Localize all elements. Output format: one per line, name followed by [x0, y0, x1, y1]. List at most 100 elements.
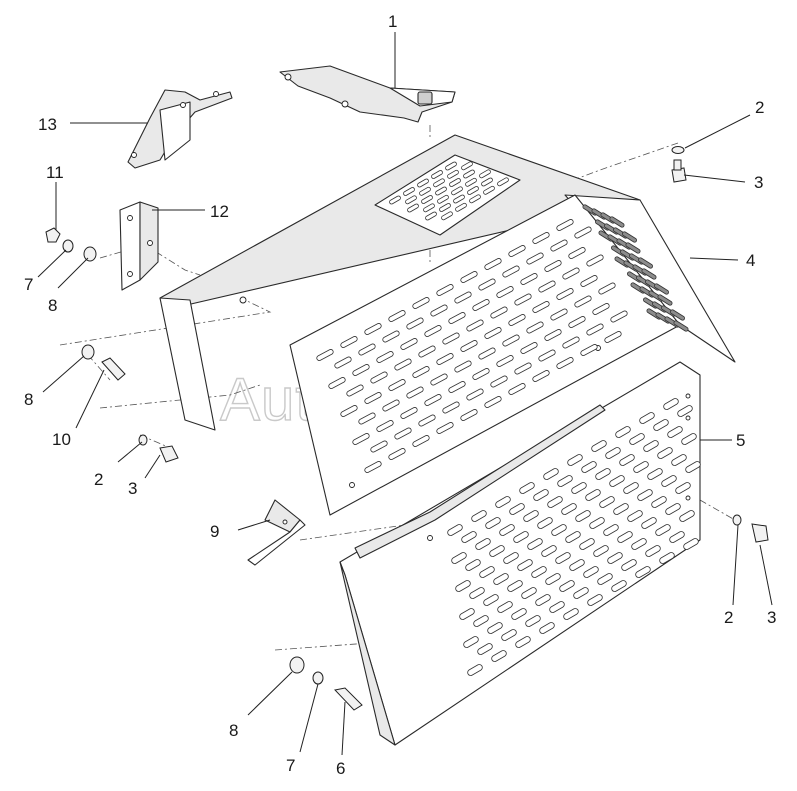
perforation-slot: [461, 161, 473, 171]
perforation-slot: [495, 496, 511, 508]
perforation-slot: [497, 177, 509, 187]
perforation-slot: [675, 482, 691, 494]
perforation-slot: [631, 538, 647, 550]
perforation-slot: [451, 552, 467, 564]
perforation-slot: [657, 447, 673, 459]
perforation-slot: [477, 643, 493, 655]
perforation-slot: [575, 510, 591, 522]
perforation-slot: [483, 594, 499, 606]
perforation-slot: [465, 177, 477, 187]
perforation-slot: [521, 587, 537, 599]
perforation-slot: [651, 496, 667, 508]
perforation-slot: [568, 316, 586, 328]
perforation-slot: [520, 342, 538, 354]
perforation-slot: [467, 664, 483, 676]
callout-3: 3: [128, 479, 137, 498]
perforation-slot: [654, 283, 669, 295]
perforation-slot: [661, 475, 677, 487]
callout-13: 13: [38, 115, 57, 134]
perforation-slot: [499, 524, 515, 536]
perforation-slot: [441, 211, 453, 221]
perforation-slot: [481, 177, 493, 187]
perforation-slot: [562, 267, 580, 280]
perforation-slot: [358, 412, 376, 425]
callout-4: 4: [746, 251, 755, 270]
perforation-slot: [421, 195, 433, 204]
perforation-slot: [665, 503, 681, 515]
perforation-slot: [615, 426, 631, 438]
perforation-slot: [591, 440, 607, 452]
perforation-slot: [567, 454, 583, 466]
perforation-slot: [388, 379, 406, 391]
perforation-slot: [473, 615, 489, 627]
perforation-slot: [568, 247, 586, 259]
perforation-slot: [592, 303, 610, 315]
perforation-slot: [419, 186, 431, 196]
perforation-slot: [442, 401, 460, 414]
perforation-slot: [597, 573, 613, 585]
perforation-slot: [549, 601, 565, 613]
perforation-slot: [460, 409, 478, 421]
perforation-slot: [517, 559, 533, 571]
perforation-slot: [508, 245, 526, 257]
perforation-slot: [586, 323, 604, 336]
fasteners: [45, 146, 769, 711]
perforation-slot: [619, 454, 635, 466]
perforation-slot: [389, 195, 401, 205]
perforation-slot: [463, 169, 475, 179]
perforation-slot: [585, 489, 601, 501]
perforation-slot: [489, 545, 505, 557]
perforation-slot: [609, 216, 625, 228]
perforation-slot: [526, 321, 544, 334]
perforation-slot: [451, 186, 463, 196]
perforation-slot: [617, 531, 633, 543]
perforation-slot: [394, 358, 412, 371]
perforation-slot: [607, 552, 623, 564]
perforation-slot: [436, 422, 454, 434]
perforation-slot: [437, 194, 449, 204]
perforation-slot: [527, 538, 543, 550]
perforation-slot: [425, 211, 437, 221]
perforation-slot: [469, 194, 481, 204]
perforation-slot: [526, 252, 544, 265]
callout-2: 2: [94, 470, 103, 489]
perforation-slot: [563, 608, 579, 620]
callout-3: 3: [767, 608, 776, 627]
perforation-slot: [436, 284, 454, 296]
perforation-slot: [593, 545, 609, 557]
perforation-slot: [513, 531, 529, 543]
perforation-slot: [670, 309, 685, 321]
perforation-slot: [403, 187, 415, 196]
perforation-slot: [679, 510, 695, 522]
perforation-slot: [622, 231, 637, 243]
perforation-slot: [535, 594, 551, 606]
callout-7: 7: [286, 756, 295, 775]
perforation-slot: [472, 368, 490, 380]
perforation-slot: [550, 239, 568, 252]
perforation-slot: [538, 349, 556, 362]
perforation-slot: [467, 186, 479, 195]
perforation-slot: [508, 383, 526, 395]
perforation-slot: [514, 362, 532, 375]
perforation-slot: [469, 587, 485, 599]
perforation-slot: [465, 559, 481, 571]
perforation-slot: [571, 482, 587, 494]
perforation-slot: [507, 580, 523, 592]
perforation-slot: [316, 349, 334, 361]
perforation-slot: [550, 308, 568, 321]
perforation-slot: [677, 405, 693, 417]
perforation-slot: [586, 254, 604, 267]
perforation-slot: [455, 580, 471, 592]
perforation-slot: [358, 343, 376, 356]
perforation-slot: [671, 454, 687, 466]
perforation-slot: [595, 468, 611, 480]
perforation-slot: [604, 331, 622, 343]
perforation-slot: [532, 232, 550, 244]
perforation-slot: [635, 566, 651, 578]
perforation-slot: [611, 580, 627, 592]
perforation-slot: [551, 524, 567, 536]
perforation-slot: [637, 489, 653, 501]
perforation-slot: [496, 286, 514, 298]
perforation-slot: [669, 531, 685, 543]
